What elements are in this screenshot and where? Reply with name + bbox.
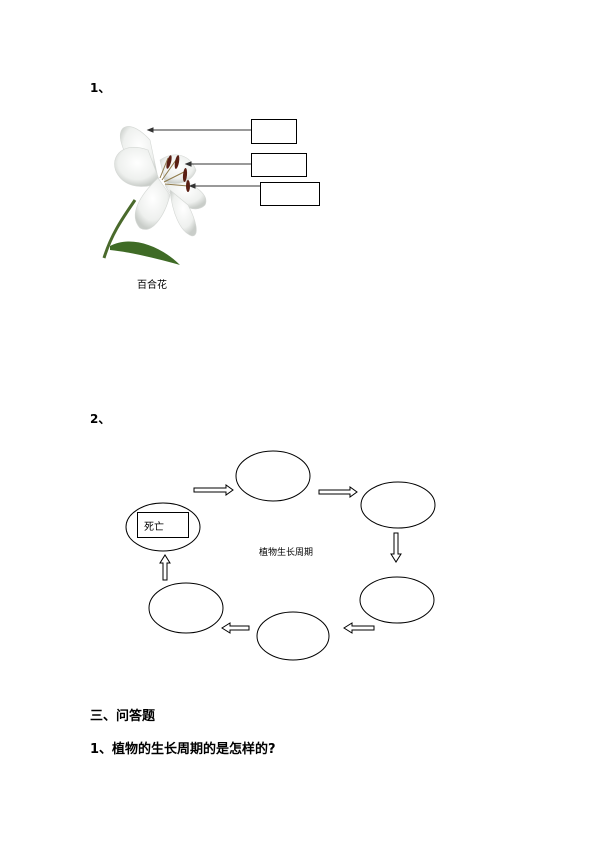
cycle-center-label: 植物生长周期 [259,548,314,558]
cycle-ellipse-death [125,502,201,552]
arrow-top-to-right [318,486,358,498]
death-label: 死亡 [144,522,164,533]
arrow-death-to-top [193,484,234,496]
arrow-up-to-death [159,554,171,581]
answer-box-petal[interactable] [251,119,297,144]
cycle-ellipse-top [235,450,311,502]
question-1-number: 1、 [90,81,111,95]
arrow-right-down [390,532,402,563]
question-2-number: 2、 [90,412,111,426]
lily-caption: 百合花 [137,280,167,291]
cycle-ellipse-right-bottom [359,576,435,624]
section-3-question-1: 1、植物的生长周期的是怎样的? [90,742,276,757]
death-label-box: 死亡 [137,512,189,538]
section-3-heading: 三、问答题 [90,709,156,724]
cycle-ellipse-bottom [256,611,330,661]
answer-box-pistil[interactable] [260,182,320,206]
pointer-lines [146,127,260,189]
arrow-right-bottom-left [343,622,375,634]
growth-cycle-diagram [125,450,436,661]
cycle-ellipse-left-bottom [148,582,224,634]
arrow-bottom-left [221,622,250,634]
cycle-ellipse-right-top [360,481,436,529]
answer-box-stamen[interactable] [251,153,307,177]
